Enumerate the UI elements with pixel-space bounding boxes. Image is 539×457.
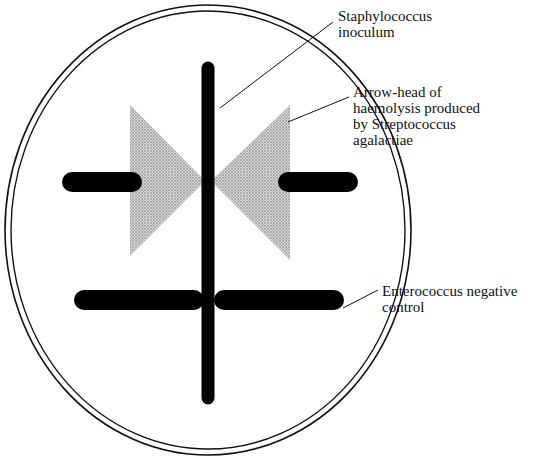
enterococcus-streak xyxy=(224,290,334,310)
streptococcus-streak xyxy=(288,172,348,192)
callout-label: Enterococcus negative control xyxy=(382,283,532,315)
leader-line xyxy=(220,22,333,108)
dish-outer-rim xyxy=(5,5,411,455)
streptococcus-streak xyxy=(72,172,132,192)
leader-line xyxy=(343,290,378,308)
leader-line xyxy=(288,97,349,122)
dish-inner-rim xyxy=(11,11,405,449)
enterococcus-streak xyxy=(84,290,194,310)
staphylococcus-streak xyxy=(202,68,215,398)
callout-label: Staphylococcus inoculum xyxy=(338,8,468,40)
callout-label: Arrow-head of haemolysis produced by Str… xyxy=(353,84,493,148)
